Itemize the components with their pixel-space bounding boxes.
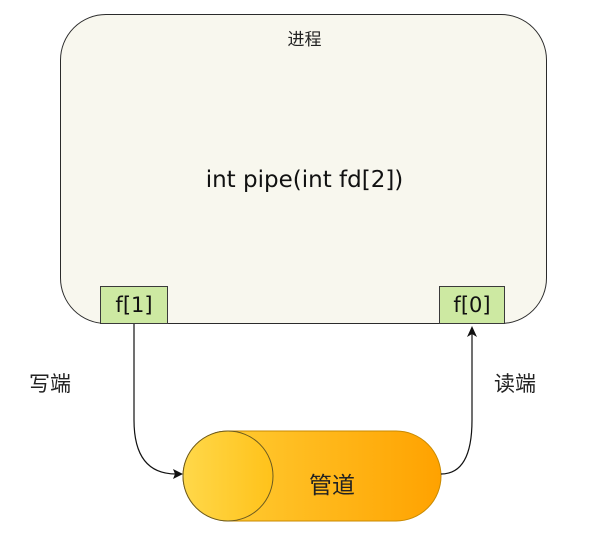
- process-box: 进程 int pipe(int fd[2]): [60, 14, 547, 324]
- fd-read-cell: f[0]: [439, 286, 505, 324]
- read-connector: [440, 334, 473, 475]
- write-end-label: 写端: [29, 372, 71, 396]
- write-connector: [133, 324, 177, 475]
- read-end-label: 读端: [494, 372, 536, 396]
- pipe-cap: [182, 430, 274, 522]
- read-arrowhead: [467, 326, 477, 337]
- pipe-label: 管道: [309, 473, 355, 499]
- process-title: 进程: [287, 30, 322, 50]
- pipe-signature: int pipe(int fd[2]): [205, 167, 404, 193]
- fd-write-cell: f[1]: [100, 286, 168, 324]
- write-arrowhead: [173, 469, 183, 479]
